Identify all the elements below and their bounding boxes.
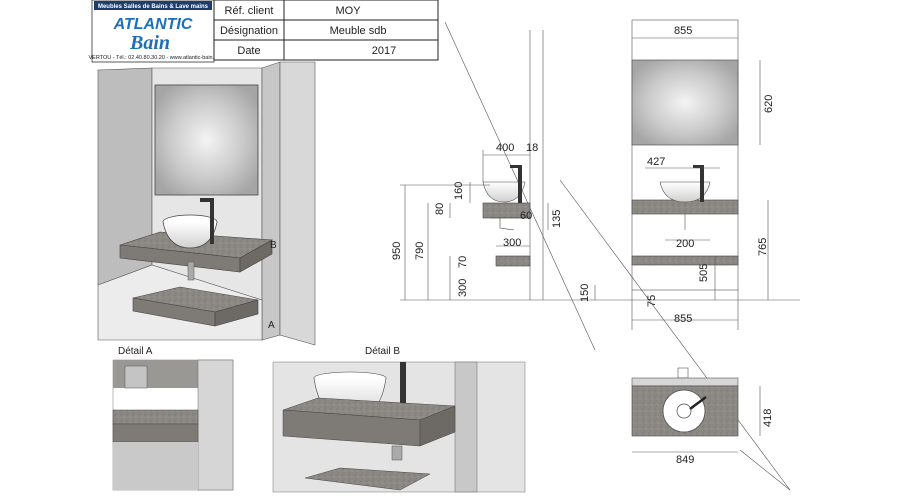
logo-footer: VERTOU - Tél.: 02.40.80.30.20 - www.atla… (88, 55, 217, 61)
logo-brand-bottom: Bain (129, 32, 170, 54)
front-mirror (631, 59, 739, 146)
plan-basin (662, 389, 706, 433)
dim-60: 60 (520, 210, 532, 222)
dim-300-height: 300 (457, 279, 469, 297)
title-label-ref: Réf. client (225, 5, 274, 17)
perspective-view: B A (97, 61, 316, 346)
title-block: Réf. client MOY Désignation Meuble sdb D… (213, 0, 439, 61)
dim-75: 75 (646, 295, 658, 307)
detail-b-label: Détail B (365, 346, 400, 357)
title-value-designation: Meuble sdb (330, 25, 387, 37)
dim-135: 135 (551, 210, 563, 228)
dim-505: 505 (698, 264, 710, 282)
dim-950: 950 (391, 242, 403, 260)
logo-brand-top: ATLANTIC (113, 16, 193, 33)
dim-70: 70 (457, 256, 469, 268)
dim-300-depth: 300 (503, 237, 521, 249)
dim-80: 80 (434, 203, 446, 215)
dim-620: 620 (763, 95, 775, 113)
dim-160: 160 (453, 182, 465, 200)
detail-a-label: Détail A (118, 346, 153, 357)
front-dimensions: 855 620 427 200 765 505 855 (647, 25, 775, 325)
logo: Meubles Salles de Bains & Lave mains ATL… (88, 0, 218, 63)
dim-855-top: 855 (674, 25, 692, 37)
side-dimensions: 400 18 160 80 60 135 300 950 790 70 300 … (391, 142, 658, 307)
side-section-view (400, 21, 800, 491)
title-label-date: Date (237, 45, 260, 57)
logo-tagline: Meubles Salles de Bains & Lave mains (98, 4, 209, 10)
title-value-date: 2017 (372, 45, 396, 57)
dim-18: 18 (526, 142, 538, 154)
plan-view: 418 849 (631, 367, 791, 491)
front-elevation-view (631, 19, 769, 330)
dim-790: 790 (414, 242, 426, 260)
dim-427: 427 (647, 156, 665, 168)
dim-855-bottom: 855 (674, 313, 692, 325)
marker-b: B (270, 240, 277, 251)
detail-a: Détail A (112, 346, 234, 491)
dim-418: 418 (762, 409, 774, 427)
front-shelf (631, 255, 739, 266)
faucet (210, 198, 214, 244)
detail-b: Détail B (272, 346, 526, 493)
dim-849: 849 (676, 454, 694, 466)
dim-400: 400 (496, 142, 514, 154)
dim-765: 765 (757, 238, 769, 256)
marker-a: A (268, 320, 275, 331)
title-label-designation: Désignation (220, 25, 278, 37)
dim-200: 200 (676, 238, 694, 250)
title-value-ref: MOY (335, 5, 361, 17)
mirror (154, 84, 259, 196)
dim-150: 150 (579, 284, 591, 302)
